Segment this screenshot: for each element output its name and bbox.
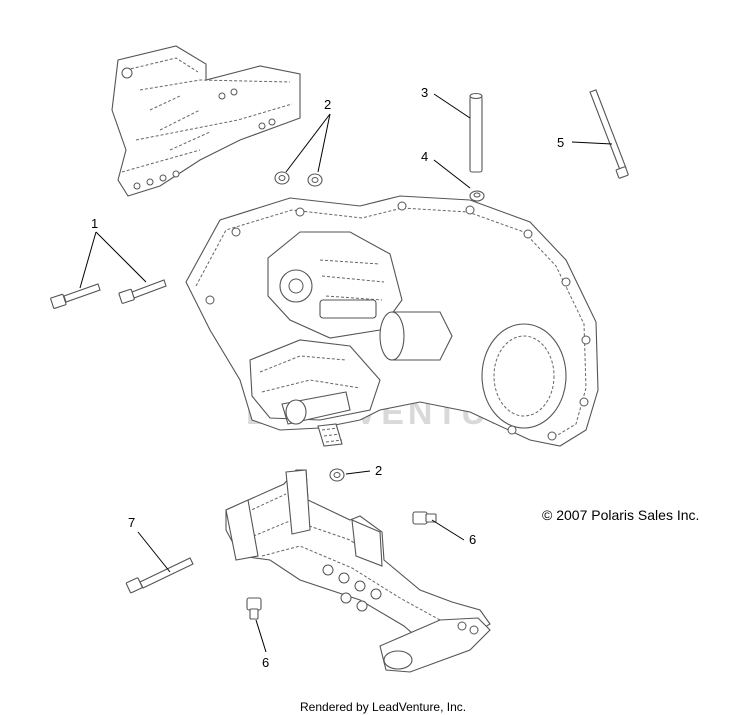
callout-1: 1 [91, 216, 98, 231]
callout-6-right: 6 [469, 532, 476, 547]
nut-2-left [274, 171, 290, 185]
flange-bolt-6-lower [246, 597, 262, 620]
flange-bolt-6-right [412, 511, 437, 525]
long-bolt-5 [589, 89, 629, 179]
transmission-assembly [185, 195, 599, 447]
nut-2-right [307, 173, 323, 187]
long-bolt-7 [125, 557, 194, 594]
callout-2-lower: 2 [375, 463, 382, 478]
pin-3 [469, 92, 483, 173]
callout-5: 5 [557, 135, 564, 150]
bolt-1-left [50, 283, 101, 309]
leader-lines [79, 93, 613, 653]
callout-4: 4 [421, 149, 428, 164]
rendered-by-footer: Rendered by LeadVenture, Inc. [300, 700, 466, 714]
callout-6-lower: 6 [262, 655, 269, 670]
nut-2-lower [329, 468, 345, 482]
callout-7: 7 [128, 515, 135, 530]
lower-mount-bracket [225, 469, 491, 673]
upper-mount-bracket [111, 45, 301, 197]
callout-3: 3 [421, 85, 428, 100]
callout-labels: 1 2 2 3 4 5 6 6 7 [91, 85, 564, 670]
callout-2-upper: 2 [324, 97, 331, 112]
copyright-notice: © 2007 Polaris Sales Inc. [542, 507, 699, 523]
bolt-1-right [118, 279, 167, 304]
sleeve-4 [469, 190, 485, 202]
